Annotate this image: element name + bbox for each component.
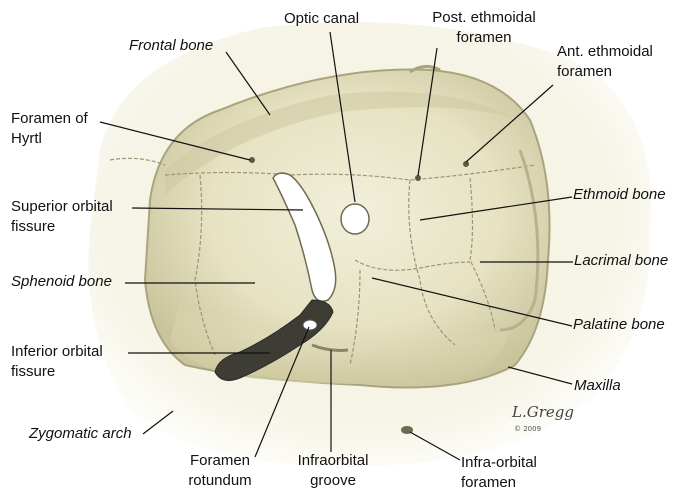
label-sphenoid-bone: Sphenoid bone	[11, 272, 112, 292]
label-frontal-bone: Frontal bone	[129, 36, 213, 56]
label-foramen-of-hyrtl-line1: Foramen of	[11, 109, 88, 129]
label-foramen-of-hyrtl-line2: Hyrtl	[11, 129, 88, 149]
label-inferior-orbital-fissure: Inferior orbital fissure	[11, 342, 103, 382]
label-foramen-rotundum: Foramen rotundum	[180, 451, 260, 491]
optic-canal-shape	[341, 204, 369, 234]
label-infraorbital-groove: Infraorbital groove	[286, 451, 380, 491]
label-maxilla: Maxilla	[574, 376, 621, 396]
label-superior-orbital-fissure-line2: fissure	[11, 217, 113, 237]
label-lacrimal-bone: Lacrimal bone	[574, 251, 668, 271]
label-ant-ethmoidal-line2: foramen	[557, 62, 653, 82]
label-optic-canal: Optic canal	[284, 9, 359, 29]
label-infraorbital-groove-line1: Infraorbital	[286, 451, 380, 471]
label-ethmoid-bone: Ethmoid bone	[573, 185, 666, 205]
label-infra-orbital-foramen: Infra-orbital foramen	[461, 453, 537, 493]
foramen-rotundum-shape	[303, 320, 317, 330]
label-foramen-rotundum-line1: Foramen	[180, 451, 260, 471]
label-palatine-bone: Palatine bone	[573, 315, 665, 335]
label-post-ethmoidal-line1: Post. ethmoidal	[418, 8, 550, 28]
label-ant-ethmoidal-line1: Ant. ethmoidal	[557, 42, 653, 62]
label-foramen-of-hyrtl: Foramen of Hyrtl	[11, 109, 88, 149]
label-infraorbital-groove-line2: groove	[286, 471, 380, 491]
label-post-ethmoidal-line2: foramen	[418, 28, 550, 48]
label-superior-orbital-fissure-line1: Superior orbital	[11, 197, 113, 217]
artist-signature: L.Gregg	[511, 403, 574, 421]
label-superior-orbital-fissure: Superior orbital fissure	[11, 197, 113, 237]
label-infra-orbital-foramen-line1: Infra-orbital	[461, 453, 537, 473]
label-foramen-rotundum-line2: rotundum	[180, 471, 260, 491]
label-ant-ethmoidal-foramen: Ant. ethmoidal foramen	[557, 42, 653, 82]
artist-signature-year: © 2009	[514, 425, 541, 433]
label-zygomatic-arch: Zygomatic arch	[29, 424, 132, 444]
label-inferior-orbital-fissure-line1: Inferior orbital	[11, 342, 103, 362]
label-infra-orbital-foramen-line2: foramen	[461, 473, 537, 493]
label-post-ethmoidal-foramen: Post. ethmoidal foramen	[418, 8, 550, 48]
label-inferior-orbital-fissure-line2: fissure	[11, 362, 103, 382]
